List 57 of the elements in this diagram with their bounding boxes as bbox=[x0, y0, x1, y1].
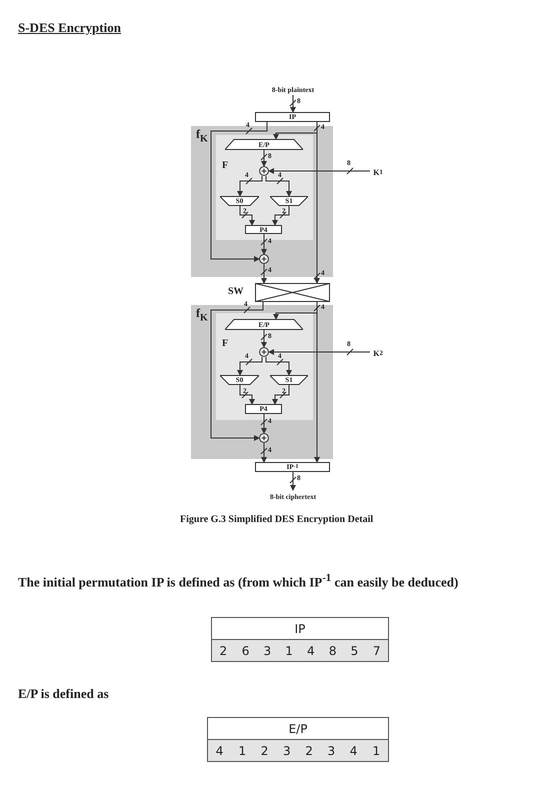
table-value: 1 bbox=[364, 740, 388, 762]
arrow bbox=[273, 302, 320, 320]
table-value: 4 bbox=[342, 740, 365, 762]
table-value: 3 bbox=[256, 640, 278, 662]
page-title: S-DES Encryption bbox=[18, 21, 121, 34]
body-text: The initial permutation IP is defined as (from which IP$^{-1}$ can easily be deduced) bbox=[18, 573, 458, 588]
arrow bbox=[260, 234, 268, 255]
arrow bbox=[237, 176, 262, 197]
table-value: 3 bbox=[320, 740, 342, 762]
arrow bbox=[268, 168, 370, 174]
table-value: 1 bbox=[231, 740, 254, 762]
arrow bbox=[260, 442, 268, 463]
arrow bbox=[210, 302, 264, 441]
panel-heading: f$_{K}$ bbox=[196, 128, 208, 144]
function-panel bbox=[191, 126, 333, 277]
arrow bbox=[268, 348, 370, 356]
arrow bbox=[210, 122, 268, 262]
arrow bbox=[260, 150, 268, 167]
xor-symbol bbox=[259, 433, 269, 443]
xor-symbol bbox=[259, 254, 269, 264]
table-header: IP bbox=[212, 618, 388, 640]
table-value: 2 bbox=[298, 740, 320, 762]
table-value: 3 bbox=[276, 740, 298, 762]
table-value: 2 bbox=[253, 740, 276, 762]
arrow bbox=[260, 264, 268, 284]
panel-heading: F bbox=[222, 161, 228, 171]
arrow bbox=[272, 384, 290, 405]
arrow bbox=[240, 206, 255, 226]
panel-heading: f$_{K}$ bbox=[196, 307, 208, 324]
arrow bbox=[260, 414, 268, 434]
table-value: 4 bbox=[300, 640, 322, 662]
arrow bbox=[290, 472, 296, 491]
arrow bbox=[237, 356, 262, 376]
table-value: 7 bbox=[365, 640, 388, 662]
panel-heading: F bbox=[222, 339, 228, 349]
function-panel bbox=[191, 305, 333, 459]
arrow bbox=[260, 330, 268, 348]
function-panel bbox=[216, 135, 313, 240]
table-header: E/P bbox=[208, 718, 388, 740]
arrow bbox=[266, 176, 292, 197]
table-value: 6 bbox=[234, 640, 256, 662]
xor-symbol bbox=[259, 347, 269, 357]
arrow bbox=[240, 384, 255, 405]
table-value: 4 bbox=[208, 740, 232, 762]
table-value: 5 bbox=[344, 640, 366, 662]
arrow bbox=[273, 122, 320, 140]
figure-caption: Figure G.3 Simplified DES Encryption Detail bbox=[180, 515, 374, 525]
arrow bbox=[266, 356, 292, 376]
table-value: 2 bbox=[212, 640, 235, 662]
arrow bbox=[290, 94, 296, 113]
function-panel bbox=[216, 313, 313, 420]
table-value: 8 bbox=[322, 640, 344, 662]
xor-symbol bbox=[259, 166, 269, 176]
block-label: SW bbox=[228, 287, 244, 297]
arrow bbox=[272, 206, 290, 226]
body-text: E/P is defined as bbox=[18, 687, 109, 700]
table-value: 1 bbox=[278, 640, 300, 662]
